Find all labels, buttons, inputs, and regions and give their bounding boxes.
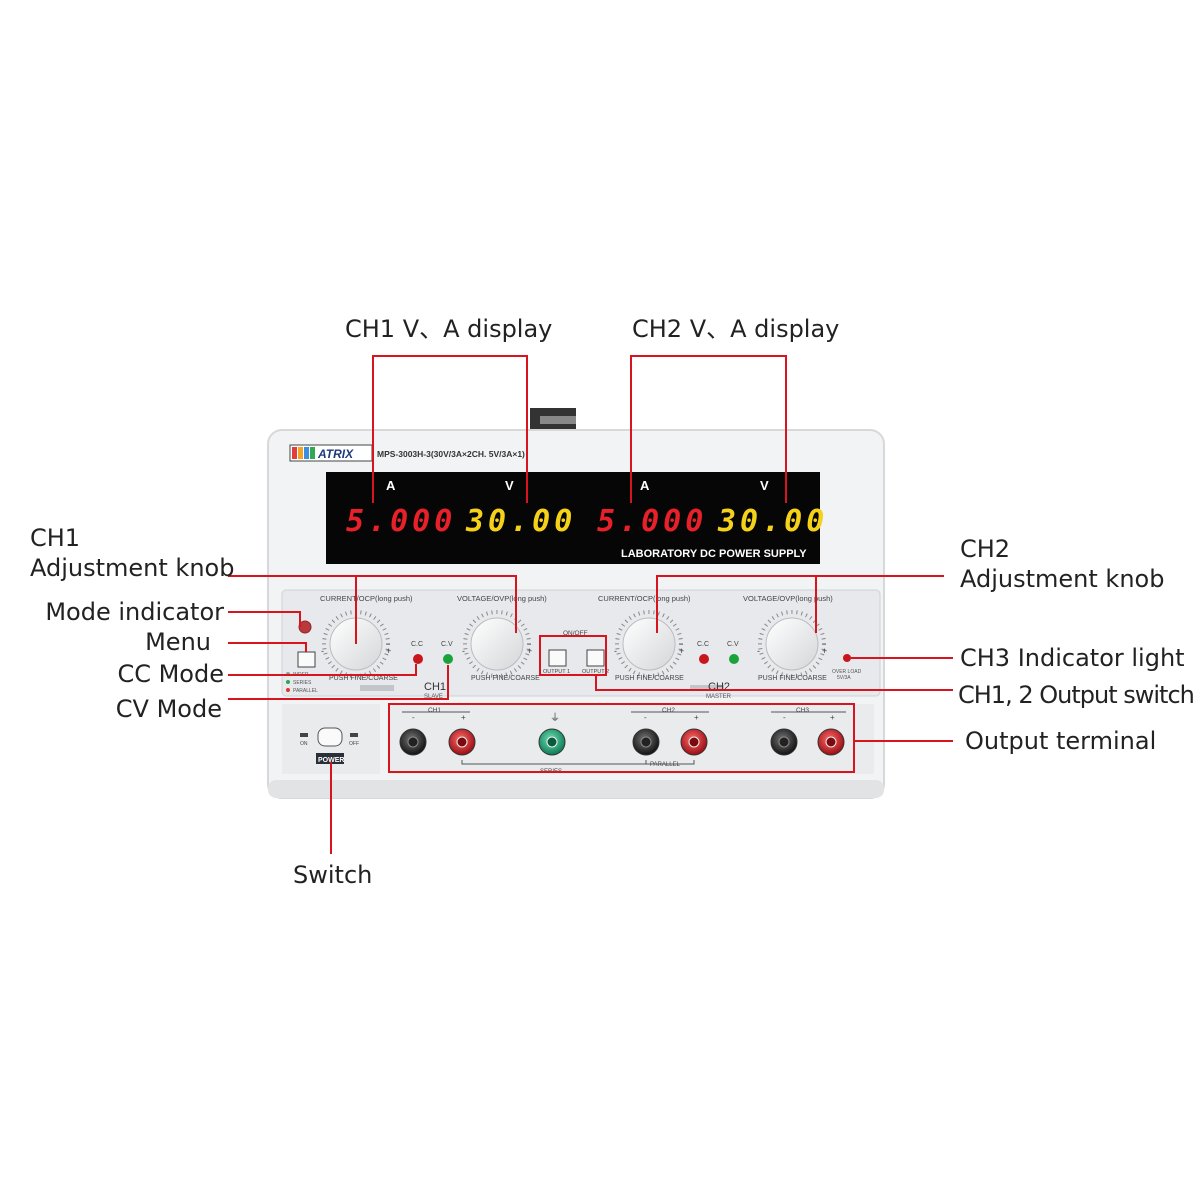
- push-label: PUSH FINE/COARSE: [471, 675, 540, 682]
- ch1-cc-label: C.C: [411, 641, 423, 648]
- output-terminal-callout: Output terminal: [965, 727, 1157, 755]
- ch2-voltage-label: VOLTAGE/OVP(long push): [743, 594, 833, 603]
- ch2-cv-led: [729, 654, 739, 664]
- ch2-voltage-knob[interactable]: [765, 617, 819, 671]
- terminals: [399, 728, 845, 756]
- svg-text:⏚: ⏚: [550, 712, 560, 724]
- output-switch-callout: CH1, 2 Output switch: [958, 681, 1195, 709]
- ch1-cv-label: C.V: [441, 641, 453, 648]
- brand-logo: ATRIX: [289, 444, 373, 462]
- ch2-cv-label: C.V: [727, 641, 739, 648]
- push-label: PUSH FINE/COARSE: [329, 675, 398, 682]
- ch1-knob-callout: CH1 Adjustment knob: [30, 524, 235, 582]
- ch2-cc-label: C.C: [697, 641, 709, 648]
- push-label: PUSH FINE/COARSE: [615, 675, 684, 682]
- ch1-display-callout: CH1 V、A display: [345, 315, 553, 343]
- ch1-cc-led: [413, 654, 423, 664]
- svg-text:+: +: [830, 713, 835, 722]
- svg-text:-: -: [462, 646, 465, 656]
- ch1-role-label: SLAVE: [424, 694, 443, 700]
- svg-text:-: -: [412, 713, 415, 722]
- ch1-current-unit: A: [386, 478, 396, 493]
- ch2-voltage-readout: 30.00: [717, 504, 828, 539]
- ch2-current-label: CURRENT/OCP(long push): [598, 594, 691, 603]
- power-off-label: OFF: [349, 741, 359, 747]
- push-label: PUSH FINE/COARSE: [758, 675, 827, 682]
- ch1-voltage-unit: V: [505, 478, 514, 493]
- svg-text:+: +: [679, 646, 684, 656]
- svg-text:-: -: [757, 646, 760, 656]
- switch-callout: Switch: [293, 861, 373, 889]
- output1-label: OUTPUT 1: [543, 669, 570, 675]
- ch1-panel-label: CH1: [424, 681, 446, 693]
- output1-button[interactable]: [548, 649, 567, 667]
- svg-text:-: -: [614, 646, 617, 656]
- mode-series-label: SERIES: [293, 680, 312, 686]
- svg-text:-: -: [783, 713, 786, 722]
- svg-text:+: +: [694, 713, 699, 722]
- ch2-current-unit: A: [640, 478, 650, 493]
- ch2-cc-led: [699, 654, 709, 664]
- ch1-cv-led: [443, 654, 453, 664]
- ch1-voltage-knob[interactable]: [470, 617, 524, 671]
- svg-text:+: +: [461, 713, 466, 722]
- overload-spec: 5V/3A: [837, 675, 851, 681]
- ch3-light-callout: CH3 Indicator light: [960, 644, 1185, 672]
- ch1-voltage-readout: 30.00: [465, 504, 576, 539]
- term-ch2-label: CH2: [662, 707, 675, 714]
- ch2-current-readout: 5.000: [597, 504, 707, 539]
- svg-text:+: +: [386, 646, 391, 656]
- ch2-knob-callout: CH2 Adjustment knob: [960, 535, 1165, 593]
- ch2-display-callout: CH2 V、A display: [632, 315, 840, 343]
- svg-text:+: +: [527, 646, 532, 656]
- cc-mode-callout: CC Mode: [117, 660, 224, 688]
- mode-parallel-label: PARALLEL: [293, 688, 318, 694]
- ch2-current-knob[interactable]: [622, 617, 676, 671]
- menu-callout: Menu: [145, 628, 211, 656]
- svg-text:-: -: [644, 713, 647, 722]
- power-switch[interactable]: [317, 727, 343, 747]
- ch1-voltage-label: VOLTAGE/OVP(long push): [457, 594, 547, 603]
- power-label: POWER: [318, 757, 344, 764]
- on-off-label: ON/OFF: [563, 630, 588, 637]
- ch1-current-readout: 5.000: [346, 504, 456, 539]
- brand-name: ATRIX: [317, 447, 354, 461]
- output2-button[interactable]: [586, 649, 605, 667]
- term-ch1-label: CH1: [428, 707, 441, 714]
- menu-button[interactable]: [297, 651, 316, 668]
- ch2-role-label: MASTER: [706, 694, 732, 700]
- display-window: [326, 472, 820, 564]
- svg-text:-: -: [321, 646, 324, 656]
- model-label: MPS-3003H-3(30V/3A×2CH. 5V/3A×1): [377, 449, 525, 459]
- power-on-label: ON: [300, 741, 308, 747]
- ch2-panel-label: CH2: [708, 681, 730, 693]
- svg-text:+: +: [822, 646, 827, 656]
- cv-mode-callout: CV Mode: [115, 695, 222, 723]
- ch3-indicator-led: [843, 654, 851, 662]
- callout-lines: [228, 355, 953, 854]
- ch1-current-label: CURRENT/OCP(long push): [320, 594, 413, 603]
- term-ch3-label: CH3: [796, 707, 809, 714]
- parallel-label: PARALLEL: [650, 762, 681, 768]
- mode-indicator-callout: Mode indicator: [45, 598, 224, 626]
- display-banner: LABORATORY DC POWER SUPPLY: [621, 548, 807, 560]
- output2-label: OUTPUT 2: [582, 669, 609, 675]
- overload-label: OVER LOAD: [832, 669, 862, 675]
- ch2-voltage-unit: V: [760, 478, 769, 493]
